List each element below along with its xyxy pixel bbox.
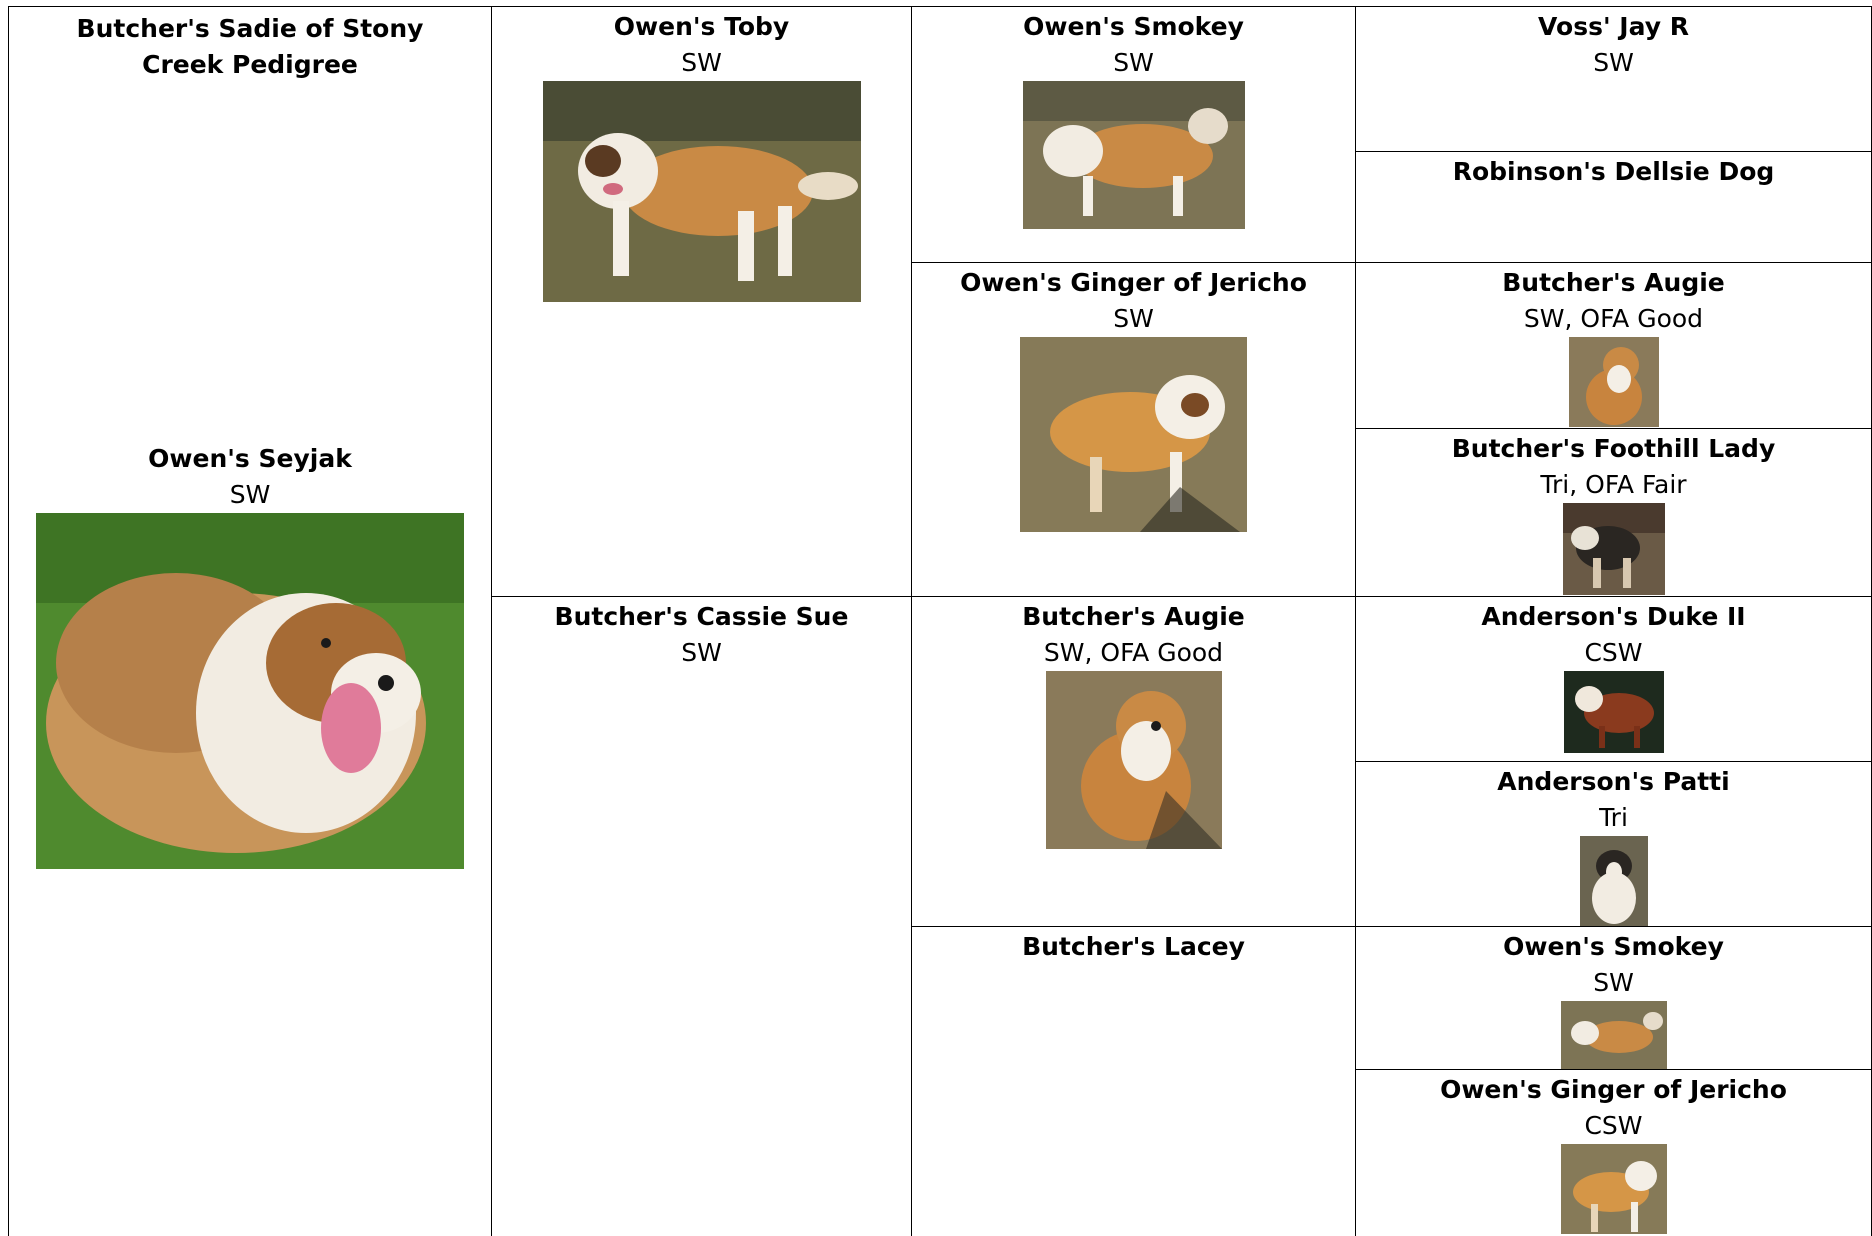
sire-registration: SW bbox=[681, 48, 722, 77]
dss-name: Anderson's Duke II bbox=[1481, 602, 1746, 631]
dsd-cell: Anderson's Patti Tri bbox=[1355, 761, 1872, 926]
sire-dam-photo bbox=[1020, 337, 1247, 532]
dam-sire-registration: SW, OFA Good bbox=[1043, 638, 1224, 667]
subject-registration: SW bbox=[229, 480, 271, 509]
dam-sire-photo bbox=[1045, 671, 1222, 849]
dss-photo bbox=[1563, 671, 1664, 753]
ssd-name: Robinson's Dellsie Dog bbox=[1452, 157, 1775, 186]
sire-sire-registration: SW bbox=[1113, 48, 1154, 77]
dam-registration: SW bbox=[681, 638, 722, 667]
ddd-photo bbox=[1560, 1144, 1667, 1234]
dam-name: Butcher's Cassie Sue bbox=[554, 602, 849, 631]
sdd-photo bbox=[1562, 503, 1665, 595]
sds-name: Butcher's Augie bbox=[1502, 268, 1725, 297]
dss-cell: Anderson's Duke II CSW bbox=[1355, 596, 1872, 761]
ddd-cell: Owen's Ginger of Jericho CSW bbox=[1355, 1069, 1872, 1236]
sds-photo bbox=[1568, 337, 1659, 427]
dsd-photo bbox=[1579, 836, 1648, 926]
sdd-cell: Butcher's Foothill Lady Tri, OFA Fair bbox=[1355, 428, 1872, 596]
sire-dam-cell: Owen's Ginger of Jericho SW bbox=[911, 262, 1355, 596]
dsd-registration: Tri bbox=[1599, 803, 1628, 832]
dam-dam-cell: Butcher's Lacey bbox=[911, 926, 1355, 1236]
ddd-name: Owen's Ginger of Jericho bbox=[1440, 1075, 1787, 1104]
sdd-registration: Tri, OFA Fair bbox=[1540, 470, 1687, 499]
dds-cell: Owen's Smokey SW bbox=[1355, 926, 1872, 1069]
sire-sire-cell: Owen's Smokey SW bbox=[911, 6, 1355, 262]
sss-cell: Voss' Jay R SW bbox=[1355, 6, 1872, 151]
sire-photo bbox=[542, 81, 861, 302]
dam-sire-name: Butcher's Augie bbox=[1022, 602, 1245, 631]
dsd-name: Anderson's Patti bbox=[1497, 767, 1730, 796]
sire-cell: Owen's Toby SW bbox=[491, 6, 911, 596]
sss-registration: SW bbox=[1593, 48, 1634, 77]
subject-cell: Butcher's Sadie of Stony Creek Pedigree … bbox=[8, 6, 491, 1236]
dam-cell: Butcher's Cassie Sue SW bbox=[491, 596, 911, 1236]
sss-name: Voss' Jay R bbox=[1538, 12, 1689, 41]
dam-sire-cell: Butcher's Augie SW, OFA Good bbox=[911, 596, 1355, 926]
sire-dam-name: Owen's Ginger of Jericho bbox=[960, 268, 1307, 297]
sire-sire-name: Owen's Smokey bbox=[1023, 12, 1244, 41]
sdd-name: Butcher's Foothill Lady bbox=[1451, 434, 1776, 463]
dam-dam-name: Butcher's Lacey bbox=[1022, 932, 1245, 961]
sds-cell: Butcher's Augie SW, OFA Good bbox=[1355, 262, 1872, 428]
ssd-cell: Robinson's Dellsie Dog bbox=[1355, 151, 1872, 262]
sire-name: Owen's Toby bbox=[613, 12, 790, 41]
ddd-registration: CSW bbox=[1584, 1111, 1643, 1140]
sire-dam-registration: SW bbox=[1113, 304, 1154, 333]
subject-name: Owen's Seyjak bbox=[148, 444, 352, 473]
subject-photo bbox=[36, 513, 464, 869]
sds-registration: SW, OFA Good bbox=[1523, 304, 1704, 333]
dss-registration: CSW bbox=[1584, 638, 1643, 667]
sire-sire-photo bbox=[1022, 81, 1245, 229]
dds-registration: SW bbox=[1593, 968, 1634, 997]
dds-name: Owen's Smokey bbox=[1503, 932, 1724, 961]
dds-photo bbox=[1560, 1001, 1667, 1069]
page-title: Butcher's Sadie of Stony Creek Pedigree bbox=[76, 14, 424, 79]
